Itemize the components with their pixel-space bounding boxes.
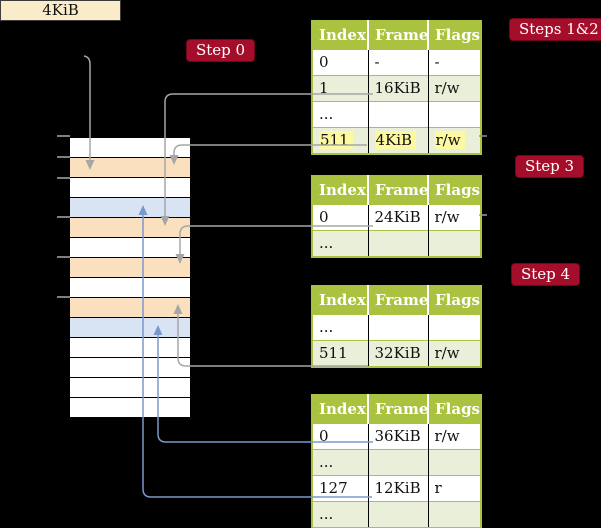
table-cell — [428, 314, 481, 341]
memory-tick — [57, 216, 70, 218]
table-cell: 1 — [312, 75, 369, 102]
column-header-flags: Flags — [428, 286, 481, 315]
column-header-flags: Flags — [428, 176, 481, 205]
table-cell — [368, 501, 429, 528]
highlighted-value: r/w — [434, 131, 465, 149]
memory-frame-row-52kib — [70, 398, 190, 418]
table-cell: r/w — [428, 75, 481, 102]
table-cell — [368, 230, 429, 257]
memory-frame-row-0kib — [70, 138, 190, 158]
table-row: 0-- — [312, 49, 481, 76]
column-header-frame: Frame — [368, 176, 429, 205]
table-cell: 12KiB — [368, 475, 429, 502]
column-header-flags: Flags — [428, 21, 481, 50]
physical-memory-stack — [70, 137, 190, 418]
table-cell: ... — [312, 501, 369, 528]
memory-frame-row-24kib — [70, 258, 190, 278]
memory-tick — [57, 296, 70, 298]
memory-tick — [57, 256, 70, 258]
badge-step-3: Step 3 — [515, 155, 585, 178]
memory-tick — [57, 156, 70, 158]
badge-steps-1-2: Steps 1&2 — [509, 18, 601, 41]
table-cell: 32KiB — [368, 340, 429, 367]
table-cell: 24KiB — [368, 204, 429, 231]
highlighted-value: 4KiB — [374, 131, 417, 149]
table-cell: r — [428, 475, 481, 502]
table-cell: ... — [312, 101, 369, 128]
table-row: ... — [312, 449, 481, 476]
table-cell: ... — [312, 314, 369, 341]
column-header-index: Index — [312, 395, 369, 424]
table-cell: ... — [312, 449, 369, 476]
table-cell: - — [428, 49, 481, 76]
table-cell — [428, 101, 481, 128]
column-header-flags: Flags — [428, 395, 481, 424]
column-header-index: Index — [312, 21, 369, 50]
memory-frame-row-20kib — [70, 238, 190, 258]
badge-step-4: Step 4 — [511, 263, 581, 286]
table-row: 511 4KiB r/w — [312, 127, 481, 154]
table-cell — [368, 101, 429, 128]
column-header-index: Index — [312, 176, 369, 205]
table-cell: 0 — [312, 49, 369, 76]
frame-size-label: 4KiB — [0, 0, 121, 21]
table-cell: 127 — [312, 475, 369, 502]
table-cell: 511 — [312, 340, 369, 367]
table-cell: ... — [312, 230, 369, 257]
table-row: ... — [312, 101, 481, 128]
column-header-frame: Frame — [368, 395, 429, 424]
table-row: ... — [312, 501, 481, 528]
memory-frame-row-48kib — [70, 378, 190, 398]
memory-tick — [57, 135, 70, 137]
table-cell: 36KiB — [368, 423, 429, 450]
table-cell: 16KiB — [368, 75, 429, 102]
table-row: ... — [312, 230, 481, 257]
table-cell — [428, 230, 481, 257]
memory-frame-row-28kib — [70, 278, 190, 298]
table-cell — [368, 449, 429, 476]
memory-tick — [57, 177, 70, 179]
memory-frame-row-36kib — [70, 318, 190, 338]
badge-step-0: Step 0 — [186, 39, 256, 62]
memory-frame-row-44kib — [70, 358, 190, 378]
memory-frame-row-32kib — [70, 298, 190, 318]
column-header-frame: Frame — [368, 21, 429, 50]
memory-frame-row-12kib — [70, 198, 190, 218]
column-header-frame: Frame — [368, 286, 429, 315]
table-cell — [428, 449, 481, 476]
memory-frame-row-16kib — [70, 218, 190, 238]
highlighted-value: 511 — [319, 131, 353, 149]
table-cell: 0 — [312, 423, 369, 450]
table-row: ... — [312, 314, 481, 341]
table-cell: 511 — [312, 127, 369, 154]
table-cell: r/w — [428, 423, 481, 450]
table-cell: 4KiB — [368, 127, 429, 154]
table-cell: r/w — [428, 204, 481, 231]
memory-frame-row-8kib — [70, 178, 190, 198]
table-cell: 0 — [312, 204, 369, 231]
memory-frame-row-40kib — [70, 338, 190, 358]
table-cell: - — [368, 49, 429, 76]
memory-frame-row-4kib — [70, 158, 190, 178]
table-cell — [368, 314, 429, 341]
column-header-index: Index — [312, 286, 369, 315]
table-cell — [428, 501, 481, 528]
table-cell: r/w — [428, 127, 481, 154]
table-cell: r/w — [428, 340, 481, 367]
